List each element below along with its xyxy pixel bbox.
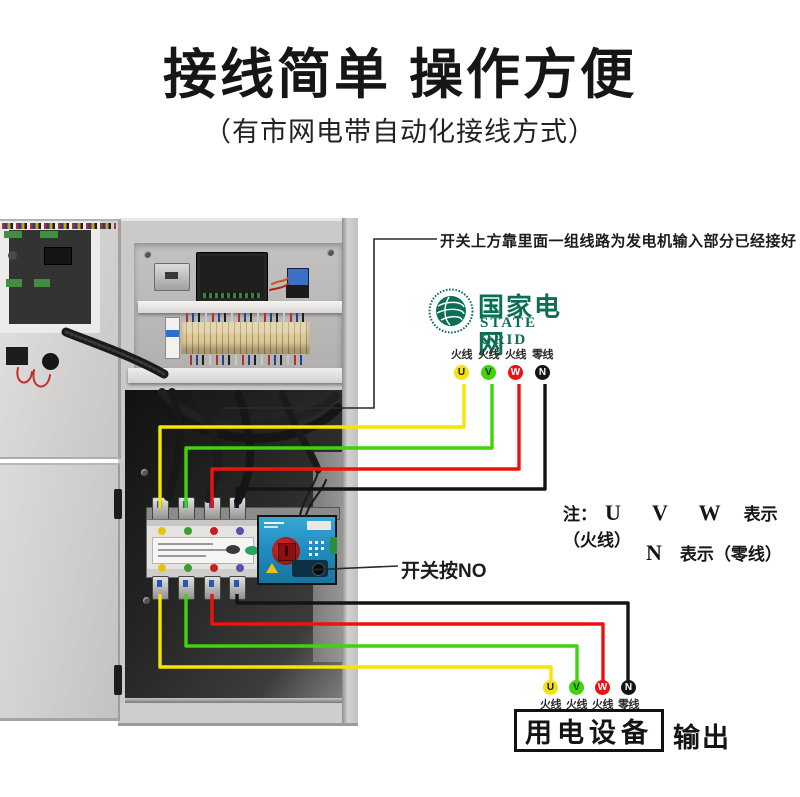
switch-note: 开关按NO (401, 561, 487, 582)
state-grid-emblem (428, 288, 474, 334)
terminal-U: 火线 U (450, 346, 473, 380)
controller-module (196, 252, 268, 302)
phase-dot-red (210, 564, 218, 572)
ats-terminal-top (204, 497, 221, 521)
switch-recess (292, 560, 328, 577)
ats-terminal-bottom (152, 576, 169, 600)
terminal-circle-W: W (595, 680, 610, 695)
status-window (226, 545, 240, 554)
phase-dot-green (184, 527, 192, 535)
rotary-knob[interactable] (278, 543, 296, 561)
output-terminals: U 火线 V 火线 W 火线 N 零线 (539, 680, 640, 712)
ats-terminal-bottom (178, 576, 195, 600)
terminal-circle-V: V (569, 680, 584, 695)
door-controller-cutout (0, 221, 116, 333)
ats-terminal-top (178, 497, 195, 521)
phase-dot-yellow (158, 564, 166, 572)
terminal-label: 火线 (478, 349, 500, 361)
terminal-U: U 火线 (539, 680, 562, 712)
mini-breaker (165, 317, 180, 359)
bolt (141, 469, 148, 476)
terminal-W: 火线 W (504, 346, 527, 380)
state-grid-logo: 国家电网 STATE GRID (427, 287, 587, 359)
terminal-label: 火线 (540, 699, 562, 711)
brand-name-en: STATE GRID (480, 315, 537, 348)
warning-icon (266, 563, 278, 573)
terminal-V: 火线 V (477, 346, 500, 380)
shelf-upper (138, 301, 342, 313)
device-box: 用电设备 (514, 709, 664, 752)
hinge (114, 489, 122, 519)
terminal-label: 火线 (505, 349, 527, 361)
door-relay (6, 347, 28, 365)
phase-dot-green (184, 564, 192, 572)
hinge (114, 665, 122, 695)
output-label: 输出 (673, 723, 731, 753)
bolt (143, 597, 150, 604)
terminal-label: 零线 (532, 349, 554, 361)
phase-dot-blue (236, 527, 244, 535)
ats-controller (257, 515, 337, 585)
terminal-circle-W: W (508, 365, 523, 380)
terminal-circle-V: V (481, 365, 496, 380)
lower-door-open[interactable] (0, 463, 122, 721)
terminal-circle-U: U (454, 365, 469, 380)
cabinet-right-wall (342, 218, 358, 723)
ats-terminal-bottom (204, 576, 221, 600)
grid-input-terminals: 火线 U 火线 V 火线 W 零线 N (450, 346, 554, 380)
terminal-circle-N: N (621, 680, 636, 695)
terminal-wires-bottom (190, 355, 302, 365)
shelf-lower (128, 368, 348, 383)
relay-base (286, 285, 309, 298)
terminal-N: 零线 N (531, 346, 554, 380)
no-toggle-switch[interactable] (312, 563, 325, 576)
upper-door-open[interactable] (0, 219, 121, 459)
phase-dot-red (210, 527, 218, 535)
screw (144, 251, 151, 258)
generator-note: 开关上方靠里面一组线路为发电机输入部分已经接好 (440, 233, 797, 250)
phase-dot-yellow (158, 527, 166, 535)
page-subtitle: （有市网电带自动化接线方式） (204, 117, 596, 147)
terminal-V: V 火线 (565, 680, 588, 712)
brand-name-cn: 国家电网 (478, 292, 563, 359)
door-capacitor (42, 353, 59, 370)
terminal-circle-N: N (535, 365, 550, 380)
terminal-W: W 火线 (591, 680, 614, 712)
ats-terminal-top (229, 497, 246, 521)
terminal-label: 火线 (592, 699, 614, 711)
ats-terminal-bottom (229, 576, 246, 600)
terminal-circle-U: U (543, 680, 558, 695)
green-connector (330, 537, 337, 554)
cabinet-bottom-band (118, 703, 358, 726)
terminal-block (181, 322, 310, 354)
green-indicator (245, 546, 259, 555)
ats-terminal-top (152, 497, 169, 521)
cabinet-sill (125, 698, 342, 703)
terminal-label: 零线 (618, 699, 640, 711)
page-title: 接线简单 操作方便 (162, 45, 637, 105)
screw (327, 249, 334, 256)
terminal-label: 火线 (451, 349, 473, 361)
phase-dot-blue (236, 564, 244, 572)
voltage-regulator (154, 263, 190, 291)
terminal-N: N 零线 (617, 680, 640, 712)
terminal-label: 火线 (566, 699, 588, 711)
